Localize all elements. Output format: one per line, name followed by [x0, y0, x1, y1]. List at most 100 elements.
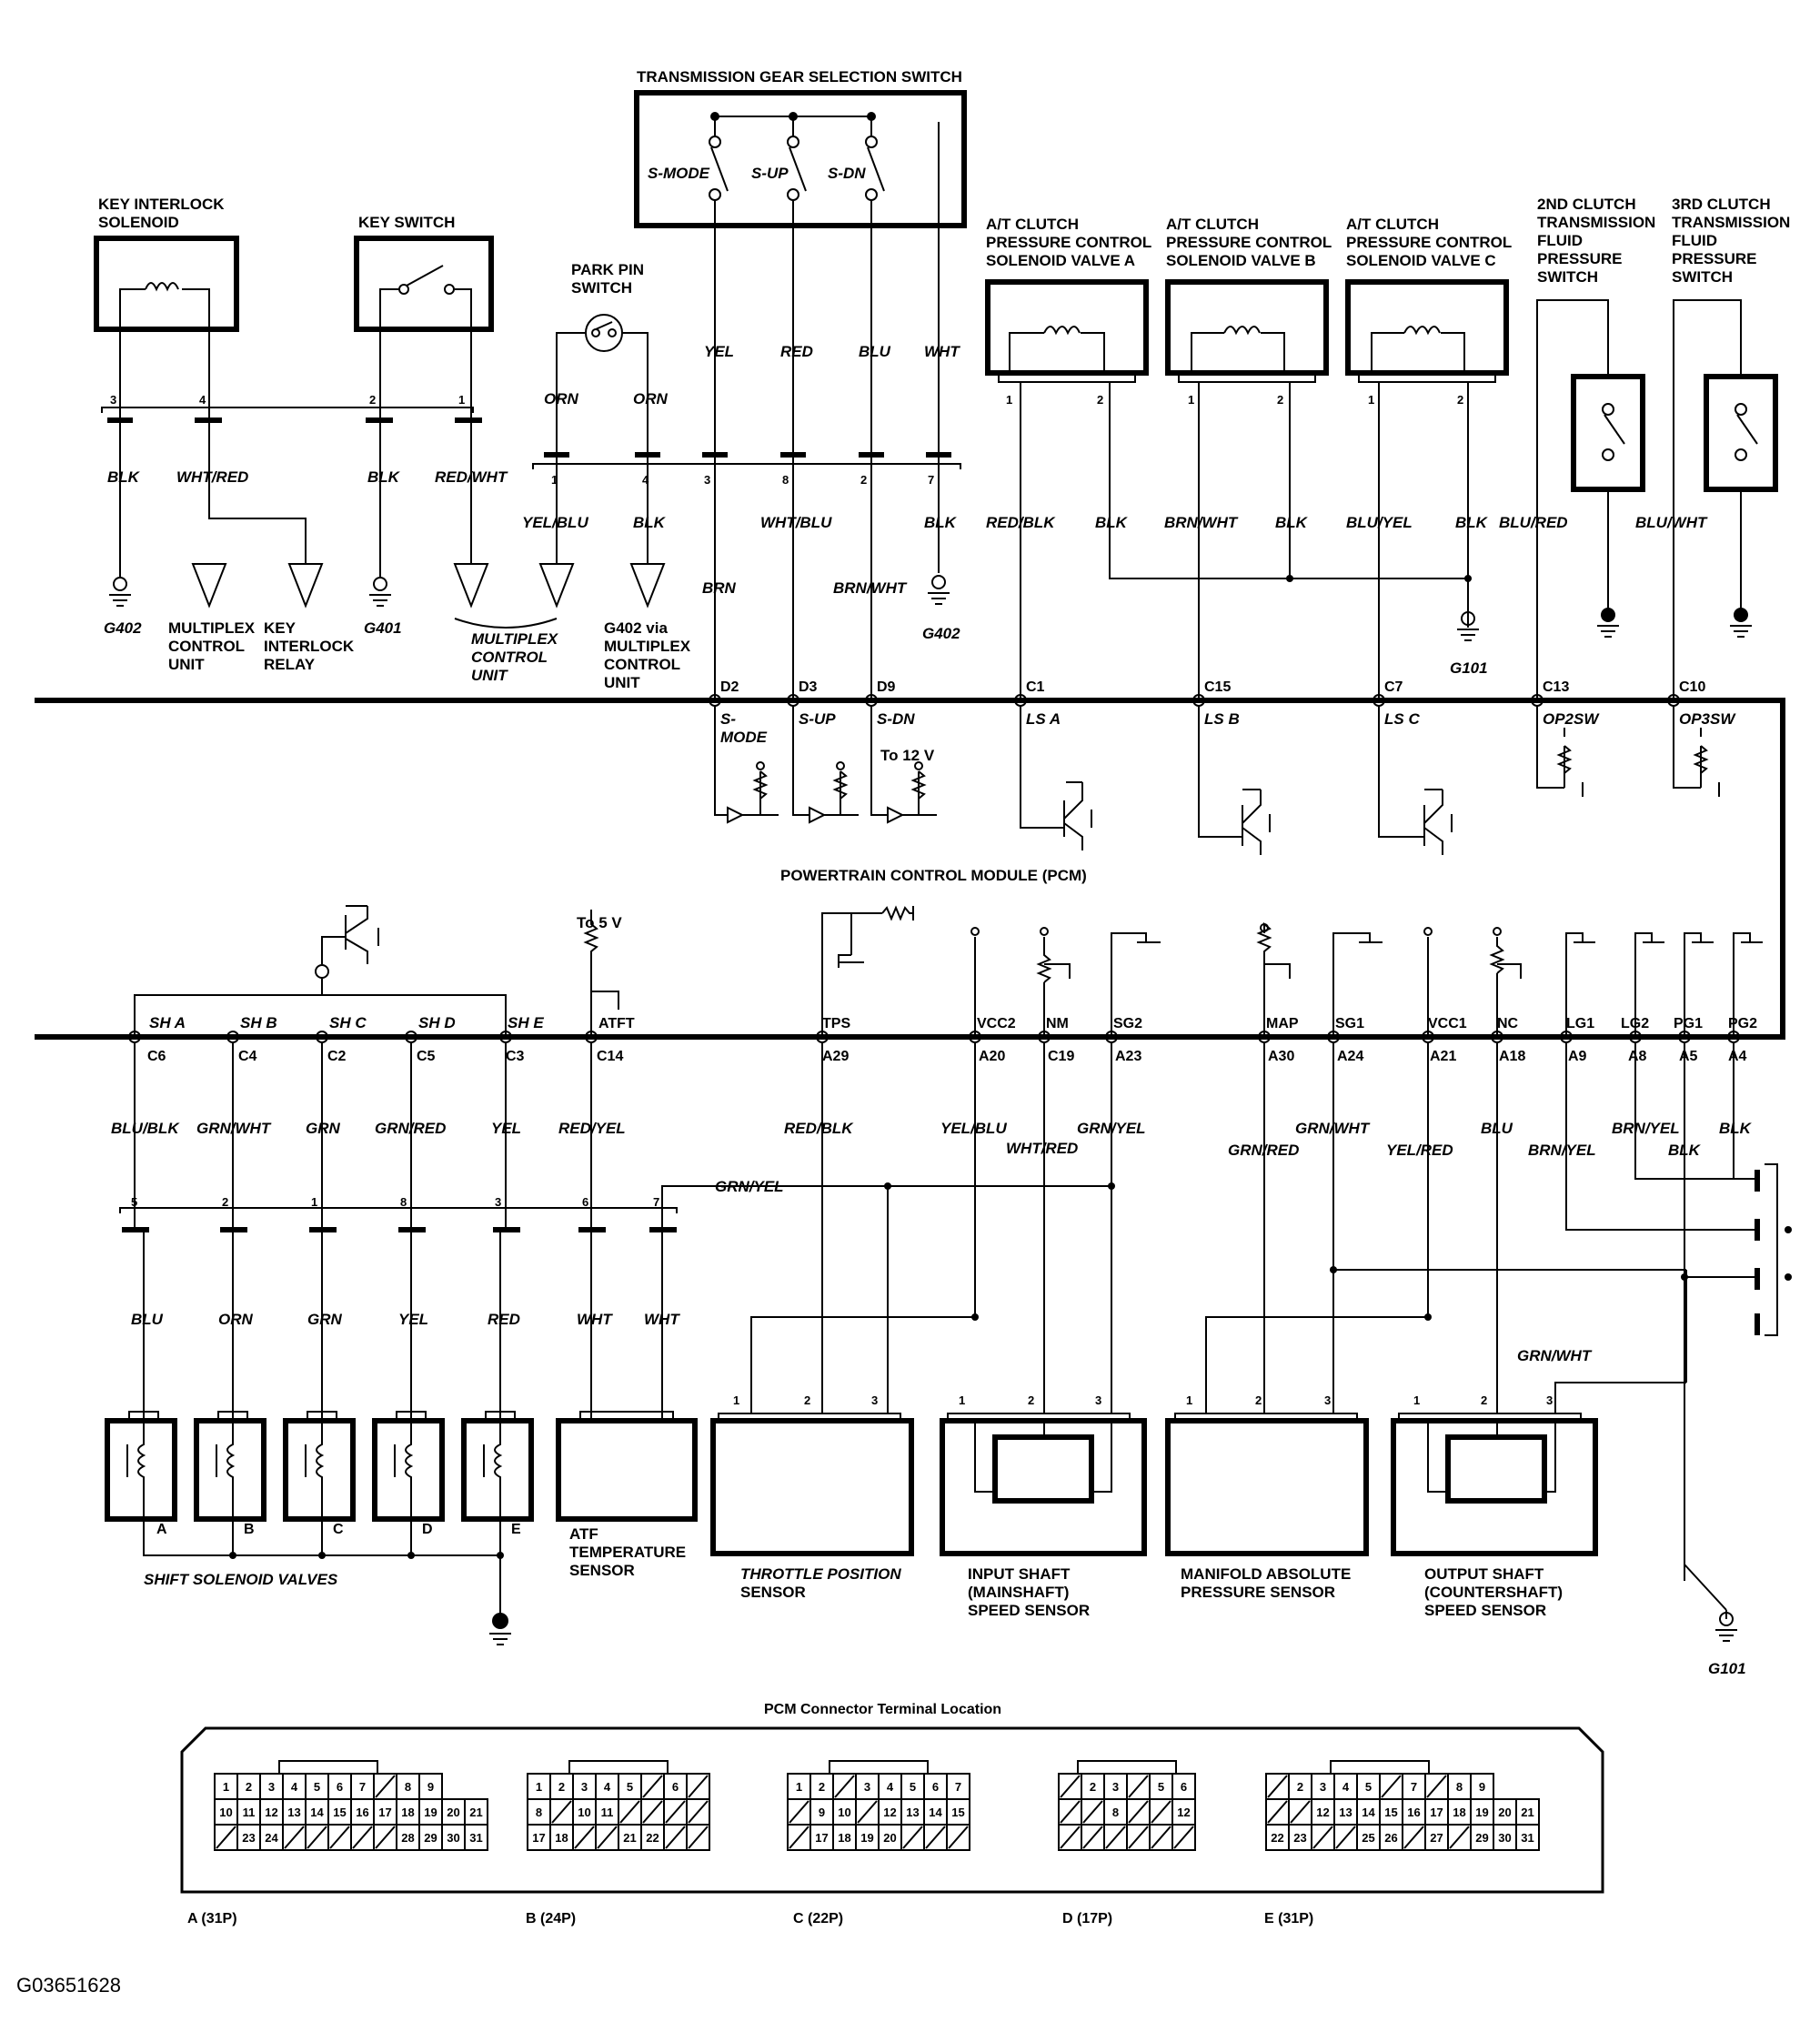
- svg-text:SOLENOID VALVE A: SOLENOID VALVE A: [986, 252, 1135, 269]
- svg-text:3: 3: [704, 473, 710, 487]
- svg-text:2: 2: [1481, 1393, 1487, 1407]
- connector-pin-number: 1: [796, 1780, 802, 1794]
- shift-solenoid-valves: A B C D E SHIFT SOLENOID VALVES: [105, 1411, 534, 1645]
- svg-text:WHT: WHT: [577, 1311, 613, 1328]
- connector-pin-number: 16: [356, 1806, 368, 1819]
- svg-text:1: 1: [1413, 1393, 1420, 1407]
- connector-pin-number: 9: [1479, 1780, 1485, 1794]
- svg-text:BLK: BLK: [924, 514, 958, 531]
- clutch3-pressure-switch: 3RD CLUTCH TRANSMISSION FLUID PRESSURE S…: [1672, 196, 1790, 700]
- svg-text:C3: C3: [506, 1049, 525, 1064]
- svg-text:A29: A29: [822, 1049, 849, 1064]
- connector-blank-slash: [329, 1826, 350, 1849]
- svg-text:SWITCH: SWITCH: [1672, 268, 1733, 286]
- connector-blank-slash: [551, 1800, 572, 1824]
- connector-blank-slash: [1381, 1775, 1402, 1798]
- svg-text:3: 3: [871, 1393, 878, 1407]
- svg-text:GRN/WHT: GRN/WHT: [196, 1120, 272, 1137]
- connector-pin-number: 21: [623, 1831, 636, 1845]
- connector-cell: [1171, 1798, 1196, 1826]
- svg-text:BLU/BLK: BLU/BLK: [111, 1120, 180, 1137]
- connector-cell: [809, 1824, 834, 1851]
- connector-pin-number: 5: [314, 1780, 320, 1794]
- connector-pin-number: 16: [1407, 1806, 1420, 1819]
- connector-pin-number: 14: [929, 1806, 942, 1819]
- svg-text:2: 2: [1028, 1393, 1034, 1407]
- ground-g401: G401: [364, 577, 402, 637]
- at-clutch-solenoid-a: A/T CLUTCH PRESSURE CONTROL SOLENOID VAL…: [985, 216, 1151, 407]
- svg-text:WHT: WHT: [924, 343, 960, 360]
- key-interlock-solenoid: KEY INTERLOCK SOLENOID: [94, 196, 239, 332]
- connector-pin-number: 17: [1430, 1806, 1443, 1819]
- svg-text:1: 1: [959, 1393, 965, 1407]
- shift-wires: BLU/BLK GRN/WHT GRN GRN/RED YEL RED/YEL …: [111, 1042, 1111, 1419]
- svg-text:UNIT: UNIT: [168, 656, 205, 673]
- svg-text:PCM Connector Terminal Locatio: PCM Connector Terminal Location: [764, 1702, 1001, 1717]
- svg-text:8: 8: [400, 1195, 407, 1209]
- connector-cell: [1470, 1773, 1494, 1800]
- connector-blank-slash: [1082, 1826, 1103, 1849]
- connector-pin-number: 18: [555, 1831, 568, 1845]
- connector-pin-number: 20: [447, 1806, 459, 1819]
- svg-text:BLU: BLU: [131, 1311, 164, 1328]
- connector-pin-number: 20: [1498, 1806, 1511, 1819]
- connector-pin-number: 10: [219, 1806, 232, 1819]
- svg-text:GRN/WHT: GRN/WHT: [1517, 1347, 1593, 1364]
- svg-text:YEL/BLU: YEL/BLU: [940, 1120, 1007, 1137]
- throttle-position-sensor: 1 2 3 THROTTLE POSITION SENSOR: [710, 1393, 914, 1601]
- svg-text:S-MODE: S-MODE: [648, 165, 710, 182]
- svg-text:PRESSURE CONTROL: PRESSURE CONTROL: [1166, 234, 1332, 251]
- connector-latch: [568, 1760, 669, 1774]
- connector-pin-number: 21: [1521, 1806, 1533, 1819]
- svg-text:BLK: BLK: [1455, 514, 1489, 531]
- connector-blank-slash: [1128, 1826, 1149, 1849]
- connector-pin-number: 5: [1365, 1780, 1372, 1794]
- connector-cell: [464, 1824, 488, 1851]
- svg-text:2: 2: [1277, 393, 1283, 407]
- svg-text:2: 2: [804, 1393, 810, 1407]
- connector-blank-slash: [597, 1826, 618, 1849]
- connector-pin-number: 11: [243, 1806, 256, 1819]
- svg-text:BLK: BLK: [1275, 514, 1309, 531]
- connector-blank-slash: [1403, 1826, 1424, 1849]
- ground-splice-g101: G101: [1565, 1042, 1792, 1677]
- svg-text:C15: C15: [1204, 679, 1231, 695]
- svg-text:(COUNTERSHAFT): (COUNTERSHAFT): [1424, 1584, 1563, 1601]
- connector-blank-slash: [665, 1826, 686, 1849]
- connector-cell: [549, 1824, 574, 1851]
- connector-blank-slash: [688, 1775, 709, 1798]
- connector-cell: [832, 1798, 857, 1826]
- connector-blank-slash: [1290, 1800, 1311, 1824]
- svg-text:GRN: GRN: [306, 1120, 341, 1137]
- svg-text:OP2SW: OP2SW: [1543, 710, 1600, 728]
- svg-text:RED/BLK: RED/BLK: [986, 514, 1056, 531]
- svg-text:MULTIPLEX: MULTIPLEX: [168, 619, 256, 637]
- connector-cell: [373, 1798, 397, 1826]
- svg-text:1: 1: [311, 1195, 317, 1209]
- svg-text:1: 1: [733, 1393, 739, 1407]
- svg-text:WHT: WHT: [644, 1311, 680, 1328]
- connector-cell: [1424, 1824, 1449, 1851]
- svg-text:CONTROL: CONTROL: [168, 638, 245, 655]
- connector-latch: [829, 1760, 929, 1774]
- ground-g402-b: G402: [922, 575, 960, 642]
- svg-text:SWITCH: SWITCH: [571, 279, 632, 297]
- connector-cell: [1171, 1773, 1196, 1800]
- svg-text:A/T CLUTCH: A/T CLUTCH: [1166, 216, 1259, 233]
- connector-blank-slash: [789, 1800, 809, 1824]
- connector-pin-number: 10: [838, 1806, 850, 1819]
- connector-pin-number: 6: [932, 1780, 939, 1794]
- relay-arrow: [287, 563, 324, 609]
- connector-pin-number: 30: [447, 1831, 459, 1845]
- connector-blank-slash: [352, 1826, 373, 1849]
- svg-text:C: C: [333, 1522, 344, 1537]
- svg-text:RED: RED: [780, 343, 813, 360]
- svg-text:GRN/YEL: GRN/YEL: [1077, 1120, 1146, 1137]
- svg-text:ATFT: ATFT: [598, 1016, 635, 1031]
- key-switch: KEY SWITCH: [354, 214, 494, 332]
- connector-pin-number: 21: [469, 1806, 482, 1819]
- connector-pin-number: 9: [427, 1780, 434, 1794]
- svg-text:3RD CLUTCH: 3RD CLUTCH: [1672, 196, 1771, 213]
